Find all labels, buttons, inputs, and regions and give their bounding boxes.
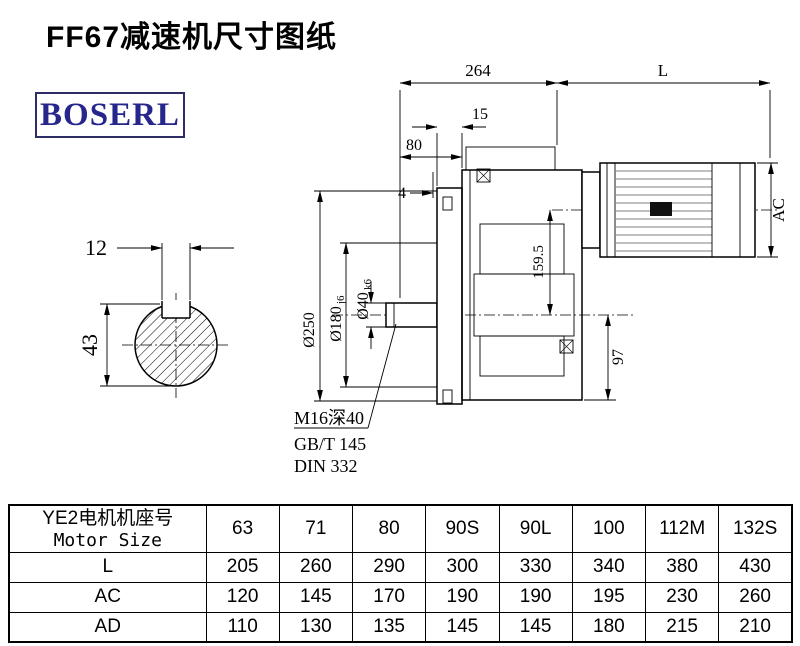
size-col-header: 80 <box>351 504 427 553</box>
dim-d180-tolerance: j6 <box>335 295 347 305</box>
dim-15-label: 15 <box>472 106 488 123</box>
header-cn: YE2电机机座号 <box>42 507 174 529</box>
table-header-row: YE2电机机座号 Motor Size 63 71 80 90S 90L 100… <box>8 504 793 553</box>
dim-AC-label: AC <box>769 198 788 222</box>
table-row-L: L 205 260 290 300 330 340 380 430 <box>8 551 793 583</box>
table-row-AC: AC 120 145 170 190 190 195 230 260 <box>8 581 793 613</box>
table-cell: 215 <box>644 611 720 643</box>
note-block: M16深40 GB/T 145 DIN 332 <box>294 323 397 476</box>
motor-size-table: YE2电机机座号 Motor Size 63 71 80 90S 90L 100… <box>8 504 793 643</box>
table-row-AD: AD 110 130 135 145 145 180 215 210 <box>8 611 793 643</box>
boserl-logo: BOSERL <box>35 92 185 138</box>
motor-nameplate <box>650 202 672 216</box>
row-label: AD <box>8 611 207 643</box>
dim-97-label: 97 <box>610 349 627 365</box>
dimensions: 264 L 15 80 4 AC <box>301 61 788 402</box>
motor-adapter <box>581 171 601 249</box>
note-standard-din: DIN 332 <box>294 456 358 476</box>
size-col-header: 112M <box>644 504 720 553</box>
dim-d40-label: Ø40 <box>355 292 372 320</box>
dim-12-label: 12 <box>85 235 107 260</box>
dim-264-label: 264 <box>465 61 491 80</box>
dimension-drawing: 12 43 <box>77 61 788 476</box>
table-cell: 145 <box>425 611 500 643</box>
table-cell: 170 <box>351 581 427 613</box>
table-cell: 130 <box>278 611 354 643</box>
size-col-header: 100 <box>571 504 647 553</box>
row-label: AC <box>8 581 207 613</box>
logo-text: BOSERL <box>40 96 180 133</box>
note-thread: M16深40 <box>294 408 364 428</box>
motor <box>599 162 756 258</box>
table-cell: 210 <box>718 611 793 643</box>
table-cell: 120 <box>205 581 280 613</box>
plug-mark-bottom <box>559 339 574 354</box>
size-col-header: 71 <box>278 504 354 553</box>
table-cell: 190 <box>425 581 500 613</box>
table-cell: 340 <box>571 551 647 583</box>
dim-d180-label: Ø180 <box>328 306 345 342</box>
size-col-header: 90L <box>498 504 573 553</box>
row-label: L <box>8 551 207 583</box>
dim-80-label: 80 <box>406 137 422 154</box>
table-cell: 430 <box>718 551 793 583</box>
dim-L-label: L <box>658 61 668 80</box>
dim-159-5-label: 159.5 <box>531 245 547 279</box>
table-cell: 300 <box>425 551 500 583</box>
table-cell: 135 <box>351 611 427 643</box>
table-cell: 260 <box>718 581 793 613</box>
dim-d250-label: Ø250 <box>301 312 318 348</box>
front-view <box>332 146 778 405</box>
motor-size-header-cell: YE2电机机座号 Motor Size <box>8 504 207 553</box>
size-col-header: 90S <box>425 504 500 553</box>
dim-4-label: 4 <box>398 185 406 202</box>
table-cell: 190 <box>498 581 573 613</box>
shaft-end-view: 12 43 <box>77 235 234 398</box>
plug-mark-top <box>476 168 491 183</box>
header-en: Motor Size <box>53 529 162 551</box>
table-cell: 230 <box>644 581 720 613</box>
dim-43-label: 43 <box>77 334 102 356</box>
page-title: FF67减速机尺寸图纸 <box>46 21 338 54</box>
note-standard-gb: GB/T 145 <box>294 434 366 454</box>
table-cell: 330 <box>498 551 573 583</box>
table-cell: 380 <box>644 551 720 583</box>
table-cell: 290 <box>351 551 427 583</box>
table-cell: 110 <box>205 611 280 643</box>
keyway <box>161 301 191 319</box>
table-cell: 260 <box>278 551 354 583</box>
table-cell: 195 <box>571 581 647 613</box>
table-cell: 180 <box>571 611 647 643</box>
gear-housing <box>461 146 583 401</box>
output-shaft <box>385 302 438 328</box>
table-cell: 145 <box>498 611 573 643</box>
size-col-header: 63 <box>205 504 280 553</box>
dim-d40-tolerance: k6 <box>362 279 374 291</box>
output-flange <box>436 187 463 405</box>
size-col-header: 132S <box>718 504 793 553</box>
table-cell: 205 <box>205 551 280 583</box>
table-cell: 145 <box>278 581 354 613</box>
